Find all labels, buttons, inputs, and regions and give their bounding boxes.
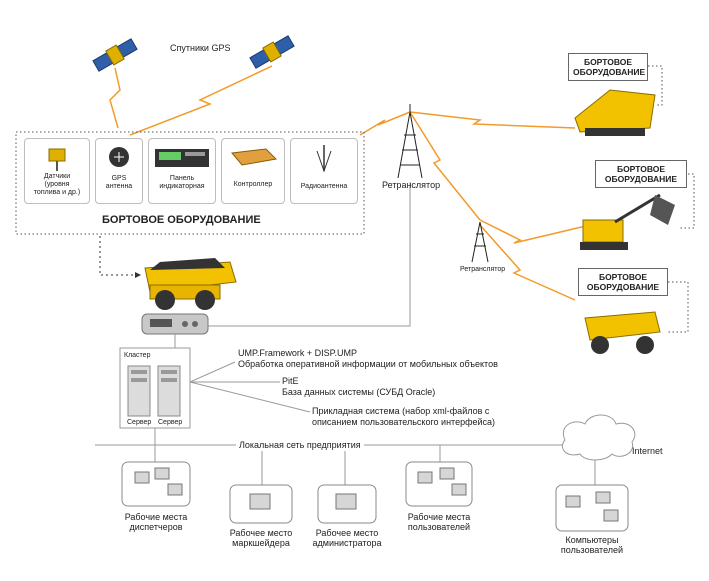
sensor-icon — [48, 148, 66, 171]
radio-antenna-icon — [316, 145, 332, 173]
computer-icon — [134, 467, 619, 522]
onboard-to-truck-arrow — [99, 236, 141, 278]
workstation-label: Рабочие места диспетчеров — [124, 512, 188, 532]
remote-onboard-caption: БОРТОВОЕ ОБОРУДОВАНИЕ — [578, 268, 668, 296]
repeater-label: Ретранслятор — [382, 180, 441, 190]
server-icon — [157, 365, 181, 417]
software-ump: UMP.Framework + DISP.UMP Обработка опера… — [238, 348, 498, 369]
controller-icon — [231, 148, 278, 166]
onboard-item-controller: Контроллер — [221, 138, 285, 204]
server-label: Сервер — [158, 419, 183, 426]
remote-onboard-links — [648, 65, 695, 333]
software-links — [189, 361, 311, 413]
repeater-label: Ретранслятор — [460, 266, 506, 273]
workstation-label: Компьютеры пользователей — [560, 535, 624, 555]
radio-modem-icon — [141, 313, 209, 335]
gps-satellite-icon — [249, 35, 295, 69]
remote-onboard-caption: БОРТОВОЕ ОБОРУДОВАНИЕ — [568, 53, 648, 81]
onboard-item-sensor: Датчики (уровня топлива и др.) — [24, 138, 90, 204]
onboard-item-gps-antenna: GPS антенна — [95, 138, 143, 204]
dump-truck-icon — [584, 311, 661, 354]
workstation-label: Рабочее место маркшейдера — [229, 528, 293, 548]
gps-antenna-icon — [109, 147, 129, 167]
lan-drops — [154, 445, 596, 485]
locomotive-icon — [574, 89, 656, 136]
network-label: Локальная сеть предприятия — [236, 440, 364, 451]
workstation-label: Рабочее место администратора — [312, 528, 382, 548]
excavator-icon — [580, 193, 675, 250]
internet-cloud-icon — [561, 414, 636, 461]
server-icon — [127, 365, 151, 417]
remote-onboard-caption: БОРТОВОЕ ОБОРУДОВАНИЕ — [595, 160, 687, 188]
workstation-label: Рабочие места пользователей — [407, 512, 471, 532]
satellites-label: Спутники GPS — [170, 43, 231, 53]
indicator-panel-icon — [155, 149, 209, 167]
onboard-item-indicator-panel: Панель индикаторная — [148, 138, 216, 204]
modem-link — [208, 182, 411, 327]
internet-label: Internet — [632, 446, 663, 456]
onboard-frame — [15, 131, 365, 235]
server-label: Сервер — [127, 419, 152, 426]
software-pite: PitE База данных системы (СУБД Oracle) — [282, 376, 436, 397]
repeater-tower-icon — [397, 104, 423, 179]
radio-links — [109, 65, 591, 301]
gps-satellite-icon — [92, 38, 138, 72]
software-app: Прикладная система (набор xml-файлов с о… — [312, 406, 496, 427]
dump-truck-icon — [144, 258, 237, 310]
onboard-item-radio-antenna: Радиоантенна — [290, 138, 358, 204]
onboard-title: БОРТОВОЕ ОБОРУДОВАНИЕ — [102, 214, 261, 226]
cluster-label: Кластер — [124, 352, 151, 359]
repeater-tower-icon — [471, 221, 489, 263]
